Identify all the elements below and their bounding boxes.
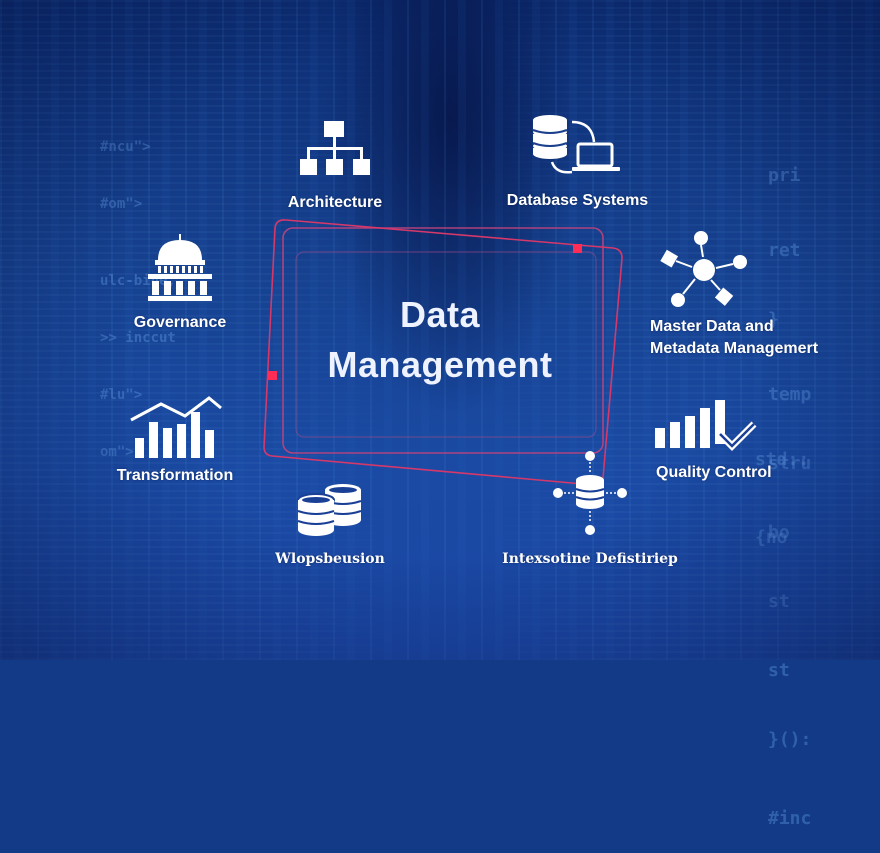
node-master-data: Master Data and Metadata Managemert xyxy=(650,226,875,360)
node-label: Quality Control xyxy=(656,464,772,481)
code-line: #om"> xyxy=(100,195,176,214)
node-governance: Governance xyxy=(115,232,245,334)
background-code-right-lower: std:: {no xyxy=(755,395,809,577)
code-line: #lu"> xyxy=(100,386,176,405)
database-laptop-icon xyxy=(532,115,620,174)
code-line: #ncu"> xyxy=(100,138,176,157)
code-line: st xyxy=(768,590,811,613)
code-line: {no xyxy=(755,525,809,551)
node-label: Database Systems xyxy=(506,192,649,209)
node-label: Governance xyxy=(133,314,227,331)
node-label: Wlopsbeusion xyxy=(275,551,385,567)
code-line: temp xyxy=(768,383,811,406)
code-line: bo xyxy=(768,521,811,544)
node-label: Architecture xyxy=(287,194,383,211)
code-line: } xyxy=(768,308,811,331)
code-line: stru xyxy=(768,452,811,475)
database-connections-icon xyxy=(553,451,627,535)
code-line: >> inccut xyxy=(100,329,176,348)
node-integration: Intexsotine Defistiriep xyxy=(485,450,695,570)
code-line: st xyxy=(768,660,790,681)
stacked-databases-icon xyxy=(297,484,362,536)
code-line: std:: xyxy=(755,447,809,473)
bar-chart-trend-icon xyxy=(130,396,222,458)
code-line: om"> xyxy=(100,443,176,462)
code-line: }(): xyxy=(768,729,812,750)
node-label: Transformation xyxy=(116,467,234,484)
diagram-title: Data Management xyxy=(290,290,590,390)
node-label-line-2: Metadata Managemert xyxy=(650,340,819,357)
node-label: Intexsotine Defistiriep xyxy=(502,551,678,567)
hub-network-icon xyxy=(660,231,747,307)
title-line-2: Management xyxy=(327,344,553,385)
code-line: ret xyxy=(768,239,811,262)
node-warehousing: Wlopsbeusion xyxy=(265,482,395,570)
code-line: #inc xyxy=(768,808,812,829)
title-line-1: Data xyxy=(399,294,481,335)
node-label-line-1: Master Data and xyxy=(650,318,774,335)
bar-chart-check-icon xyxy=(655,400,757,451)
node-transformation: Transformation xyxy=(100,394,250,487)
node-database-systems: Database Systems xyxy=(490,112,665,212)
node-quality-control: Quality Control xyxy=(650,396,800,484)
hierarchy-icon xyxy=(300,121,370,175)
code-line: pri xyxy=(768,164,811,187)
node-architecture: Architecture xyxy=(265,118,405,214)
capitol-building-icon xyxy=(148,234,212,301)
